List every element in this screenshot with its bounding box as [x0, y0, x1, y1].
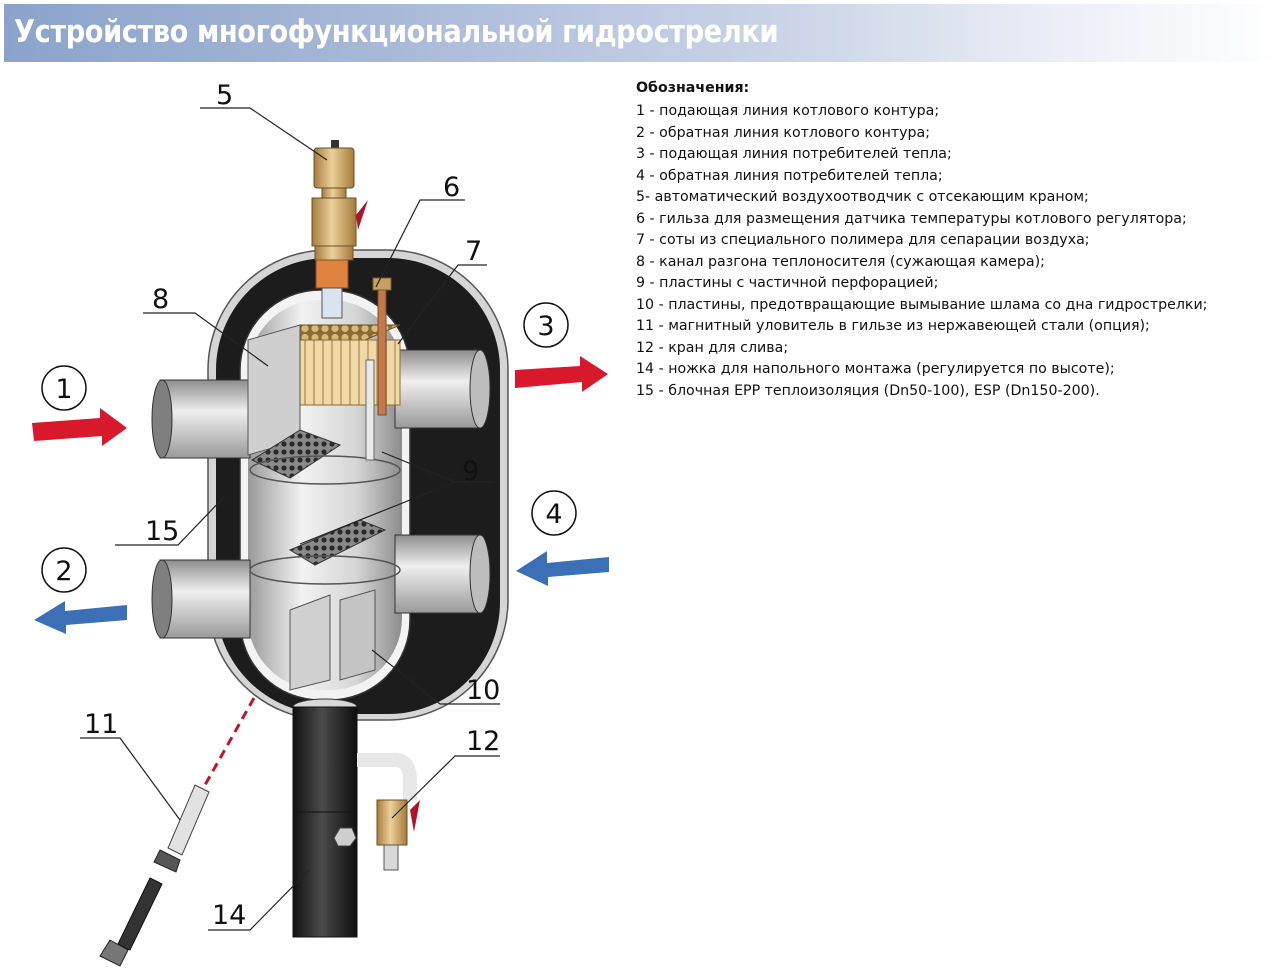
- flow-marker-3: 3: [523, 302, 569, 348]
- pipe-return-4: [394, 534, 491, 614]
- flow-marker-2-label: 2: [55, 556, 72, 587]
- legend-heading: Обозначения:: [636, 80, 750, 96]
- pipe-supply-3: [394, 349, 491, 429]
- legend-item: 2 - обратная линия котлового контура;: [636, 124, 931, 141]
- callout-11: 11: [84, 709, 118, 740]
- divider-disc-lower: [249, 555, 401, 585]
- leader-lines: [80, 107, 500, 931]
- callout-15: 15: [145, 516, 179, 547]
- flow-marker-4: 4: [531, 490, 577, 536]
- flow-arrows: [32, 356, 609, 634]
- arrow-return-cold-out: [34, 601, 127, 634]
- legend-item: 8 - канал разгона теплоносителя (сужающа…: [636, 253, 1045, 270]
- divider-disc: [249, 455, 401, 485]
- flow-marker-4-label: 4: [545, 499, 562, 530]
- callout-9: 9: [462, 456, 479, 487]
- arrow-inlet-hot: [32, 408, 127, 446]
- flow-marker-2: 2: [41, 547, 87, 593]
- callout-14: 14: [212, 900, 246, 931]
- legend-item: 12 - кран для слива;: [636, 339, 789, 356]
- callout-7: 7: [465, 236, 482, 267]
- flow-marker-3-label: 3: [537, 311, 554, 342]
- legend-item: 15 - блочная EPP теплоизоляция (Dn50-100…: [636, 382, 1100, 399]
- arrow-supply-hot: [515, 356, 608, 392]
- page-title: Устройство многофункциональной гидростре…: [14, 14, 779, 50]
- flow-marker-1-label: 1: [55, 374, 72, 405]
- callout-10: 10: [466, 675, 500, 706]
- legend: Обозначения: 1 - подающая линия котловог…: [636, 78, 1207, 402]
- arrow-return-cold-in: [516, 551, 609, 586]
- legend-item: 11 - магнитный уловитель в гильзе из нер…: [636, 318, 1150, 334]
- sensor-sleeve: [365, 277, 392, 461]
- legend-item: 3 - подающая линия потребителей тепла;: [636, 146, 952, 162]
- pipe-return-2: [151, 559, 251, 639]
- legend-item: 6 - гильза для размещения датчика темпер…: [636, 210, 1187, 227]
- callout-6: 6: [443, 172, 460, 203]
- perforated-plate-lower: [288, 519, 387, 566]
- legend-item: 1 - подающая линия котлового контура;: [636, 103, 940, 119]
- drain-valve: [357, 753, 420, 871]
- floor-leg: [292, 698, 358, 938]
- legend-item: 7 - соты из специального полимера для се…: [636, 232, 1090, 248]
- perforated-plate-upper: [250, 429, 342, 479]
- legend-item: 5- автоматический воздухоотводчик с отсе…: [636, 189, 1089, 205]
- legend-item: 14 - ножка для напольного монтажа (регул…: [636, 361, 1115, 377]
- callout-8: 8: [152, 284, 169, 315]
- legend-item: 10 - пластины, предотвращающие вымывание…: [636, 296, 1208, 313]
- callout-5: 5: [216, 80, 233, 111]
- title-bar: Устройство многофункциональной гидростре…: [4, 4, 1280, 62]
- legend-item: 9 - пластины с частичной перфорацией;: [636, 275, 939, 291]
- callout-12: 12: [466, 726, 500, 757]
- sludge-plates: [289, 589, 376, 691]
- legend-item: 4 - обратная линия потребителей тепла;: [636, 167, 943, 184]
- flow-marker-1: 1: [41, 365, 87, 411]
- pipe-inlet-1: [151, 379, 251, 459]
- magnetic-trap: [99, 697, 256, 967]
